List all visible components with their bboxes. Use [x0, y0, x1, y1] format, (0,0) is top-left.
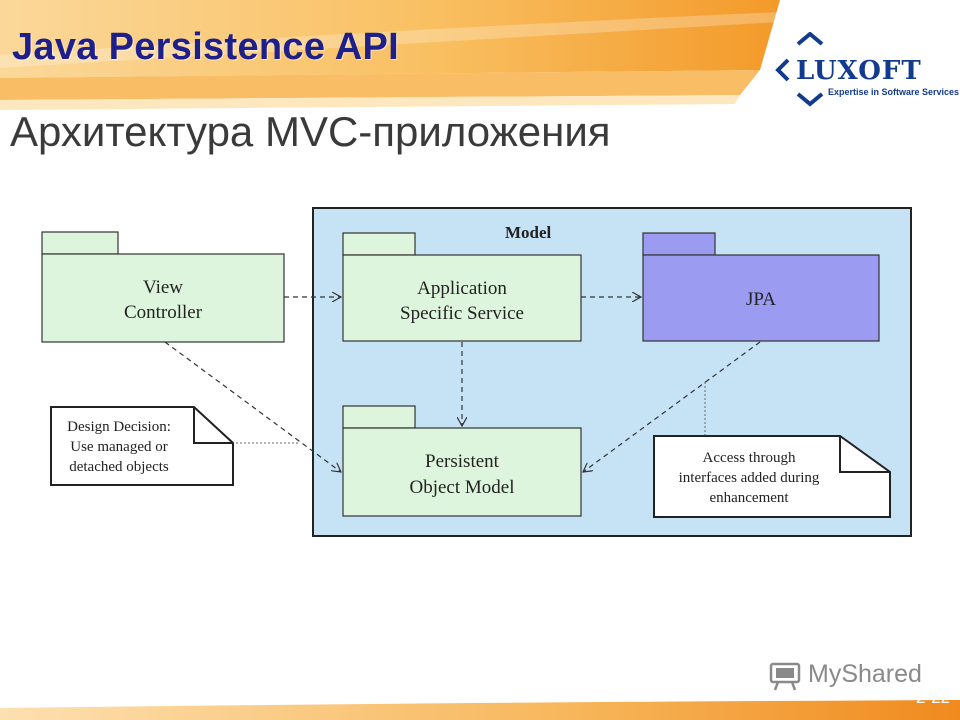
package-app-service: Application Specific Service: [342, 232, 582, 342]
app-service-line2: Specific Service: [400, 303, 524, 324]
note-access-line3: enhancement: [709, 490, 789, 506]
logo-wordmark: LUXOFT: [796, 56, 922, 86]
header-banner: [0, 0, 780, 110]
logo-tagline: Expertise in Software Services: [828, 87, 960, 97]
package-jpa: JPA: [642, 232, 880, 342]
persistent-model-line1: Persistent: [425, 451, 500, 472]
luxoft-logo: LUXOFT Expertise in Software Services: [770, 31, 959, 112]
app-service-line1: Application: [417, 278, 507, 299]
note-design-decision: Design Decision: Use managed or detached…: [50, 406, 234, 486]
logo-chevrons-icon: [775, 31, 824, 107]
note-design-line2: Use managed or: [70, 439, 167, 455]
arrow-view-to-persistent: [164, 341, 341, 472]
persistent-model-line2: Object Model: [409, 477, 514, 498]
projector-icon: [769, 662, 801, 691]
page-title: Java Persistence API: [12, 26, 399, 68]
slide-number: 2-22: [915, 688, 950, 707]
note-design-line1: Design Decision:: [67, 419, 171, 435]
arrow-jpa-to-persistent: [583, 341, 761, 472]
jpa-label: JPA: [746, 289, 776, 310]
package-view-controller: View Controller: [41, 231, 285, 343]
watermark-text: MyShared: [808, 660, 922, 688]
note-access-line2: interfaces added during: [679, 470, 820, 486]
note-design-line3: detached objects: [69, 459, 169, 475]
note-access-line1: Access through: [703, 450, 796, 466]
model-label: Model: [505, 223, 552, 242]
package-persistent-model: Persistent Object Model: [342, 405, 582, 517]
view-controller-line1: View: [143, 277, 183, 298]
footer-bar: [0, 700, 960, 720]
page-subtitle: Архитектура MVC-приложения: [10, 108, 611, 155]
myshared-watermark: MyShared: [768, 658, 938, 692]
note-access-through: Access through interfaces added during e…: [653, 435, 891, 518]
view-controller-line2: Controller: [124, 302, 203, 323]
